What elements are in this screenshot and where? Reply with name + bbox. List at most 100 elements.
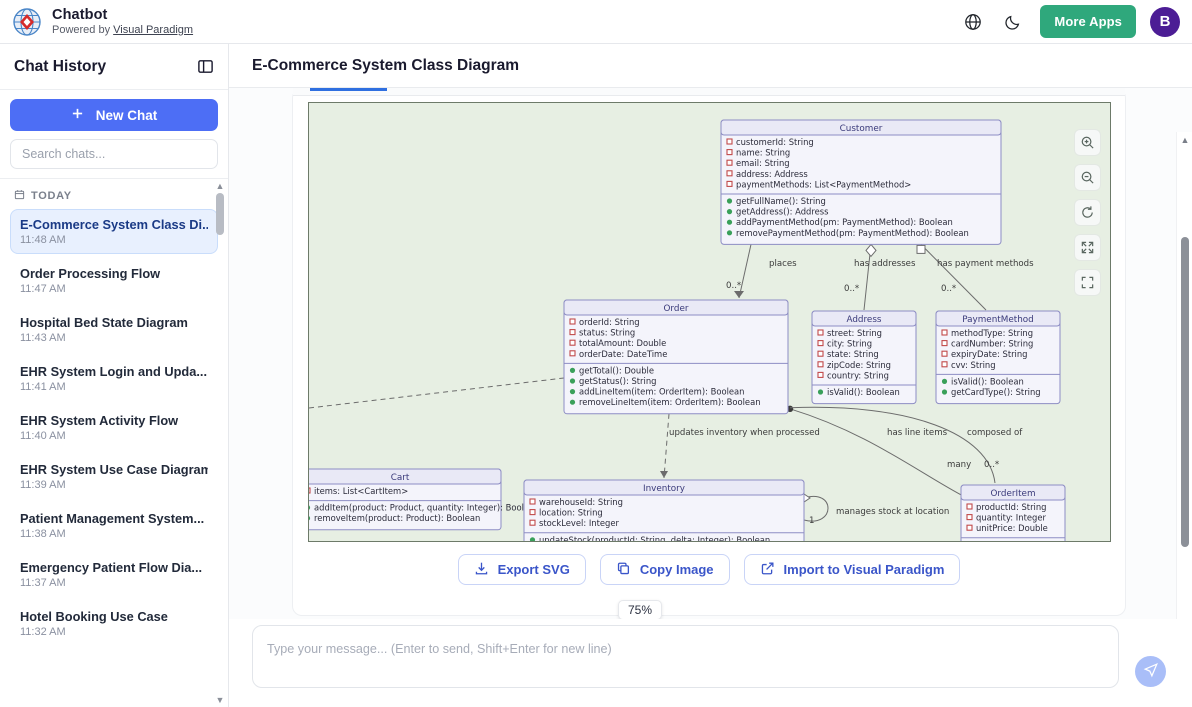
chat-history-item[interactable]: Patient Management System...11:38 AM [10,503,218,548]
page-title: E-Commerce System Class Diagram [252,56,520,74]
more-apps-button[interactable]: More Apps [1040,5,1136,38]
fit-to-screen-button[interactable] [1074,234,1101,261]
svg-text:stockLevel: Integer: stockLevel: Integer [539,518,619,528]
svg-text:isValid(): Boolean: isValid(): Boolean [827,387,900,397]
chat-history-item-time: 11:37 AM [20,577,66,589]
main-scrollbar[interactable]: ▲ ▼ [1176,132,1192,619]
chat-history-item[interactable]: E-Commerce System Class Di...11:48 AM [10,209,218,254]
chat-history-item[interactable]: Order Processing Flow 11:47 AM [10,258,218,303]
import-to-visual-paradigm-button[interactable]: Import to Visual Paradigm [743,554,961,585]
svg-text:addItem(product: Product, quan: addItem(product: Product, quantity: Inte… [314,503,540,513]
svg-text:PaymentMethod: PaymentMethod [962,315,1034,325]
svg-text:location: String: location: String [539,508,603,518]
svg-text:getAddress(): Address: getAddress(): Address [736,207,828,217]
avatar[interactable]: B [1150,6,1180,37]
zoom-in-button[interactable] [1074,129,1101,156]
sidebar-scrollbar[interactable]: ▲ ▼ [215,179,225,707]
chat-history-item-time: 11:47 AM [20,283,66,295]
scroll-down-arrow-icon[interactable]: ▼ [215,695,225,705]
chat-history-item-time: 11:39 AM [20,479,66,491]
svg-text:many: many [947,460,971,470]
svg-text:getFullName(): String: getFullName(): String [736,196,826,206]
chat-history-item-time: 11:43 AM [20,332,66,344]
search-input[interactable] [10,139,218,169]
fullscreen-button[interactable] [1074,269,1101,296]
svg-text:has addresses: has addresses [854,259,916,269]
svg-text:state: String: state: String [827,349,879,359]
send-button[interactable] [1135,656,1166,687]
svg-text:removeItem(product: Product):: removeItem(product: Product): Boolean [314,513,480,523]
copy-image-label: Copy Image [639,562,714,577]
app-title: Chatbot [52,6,108,23]
svg-text:composed of: composed of [967,428,1023,438]
chat-history-item-time: 11:41 AM [20,381,66,393]
composer-box [252,625,1119,688]
chat-history-item-title: Order Processing Flow [20,266,161,281]
chat-history-item[interactable]: EHR System Activity Flow 11:40 AM [10,405,218,450]
message-composer [229,619,1192,707]
svg-text:getStatus(): String: getStatus(): String [579,376,656,386]
main-header: E-Commerce System Class Diagram [229,44,1192,88]
svg-text:Customer: Customer [840,124,883,134]
svg-text:Address: Address [846,315,881,325]
sidebar-title: Chat History [14,57,107,75]
chat-history-item[interactable]: Emergency Patient Flow Dia...11:37 AM [10,552,218,597]
sidebar-scroll-thumb[interactable] [216,193,224,235]
powered-by-prefix: Powered by [52,23,114,36]
copy-image-button[interactable]: Copy Image [599,554,730,585]
moon-icon[interactable] [1000,9,1026,35]
svg-text:0..*: 0..* [844,284,860,294]
search-wrap [0,139,228,178]
reset-zoom-button[interactable] [1074,199,1101,226]
scroll-up-arrow-icon[interactable]: ▲ [215,181,225,191]
visual-paradigm-globe-logo [12,7,42,37]
chat-history-item-time: 11:40 AM [20,430,66,442]
svg-text:Order: Order [664,304,689,314]
svg-text:street: String: street: String [827,328,882,338]
new-chat-button[interactable]: New Chat [10,99,218,131]
svg-text:getTotal(): Double: getTotal(): Double [976,540,1051,542]
main-scroll-up-arrow-icon[interactable]: ▲ [1180,135,1190,145]
svg-text:items: List<CartItem>: items: List<CartItem> [314,486,408,496]
chat-history-item[interactable]: EHR System Login and Upda...11:41 AM [10,356,218,401]
svg-text:removeLineItem(item: OrderItem: removeLineItem(item: OrderItem): Boolean [579,397,761,407]
main-scroll-thumb[interactable] [1181,237,1189,547]
plus-icon [71,107,84,123]
svg-text:customerId: String: customerId: String [736,137,814,147]
svg-text:cvv: String: cvv: String [951,360,996,370]
globe-icon[interactable] [960,9,986,35]
chat-history-item-title: EHR System Activity Flow [20,413,179,428]
svg-text:Inventory: Inventory [643,484,685,494]
svg-text:OrderItem: OrderItem [990,489,1035,499]
tab-active-indicator [310,88,387,91]
download-icon [474,561,489,579]
zoom-out-button[interactable] [1074,164,1101,191]
svg-text:orderId: String: orderId: String [579,317,640,327]
panel-collapse-icon[interactable] [194,56,216,78]
visual-paradigm-link[interactable]: Visual Paradigm [113,23,194,36]
message-input[interactable] [253,626,1118,687]
chat-history-item-time: 11:38 AM [20,528,66,540]
svg-text:getCardType(): String: getCardType(): String [951,387,1041,397]
svg-text:status: String: status: String [579,328,635,338]
svg-text:methodType: String: methodType: String [951,328,1033,338]
svg-text:updateStock(productId: String,: updateStock(productId: String, delta: In… [539,535,770,542]
svg-text:0..*: 0..* [984,460,1000,470]
svg-text:zipCode: String: zipCode: String [827,360,891,370]
svg-text:removePaymentMethod(pm: Paymen: removePaymentMethod(pm: PaymentMethod): … [736,228,969,238]
export-svg-button[interactable]: Export SVG [457,554,586,585]
